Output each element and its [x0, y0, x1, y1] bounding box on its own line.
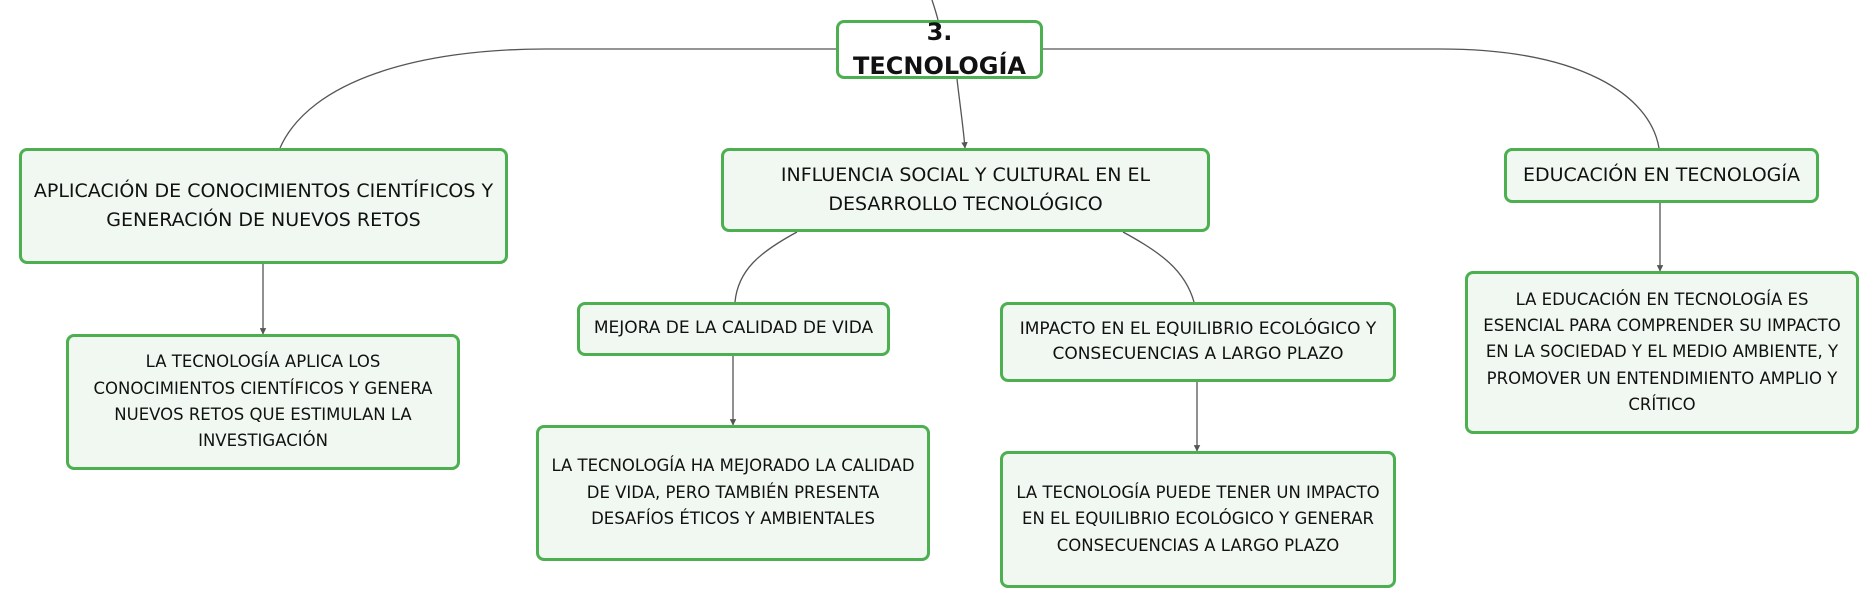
connector-root-to-aplicacion — [279, 48, 836, 149]
node-impacto-detail[interactable]: LA TECNOLOGÍA PUEDE TENER UN IMPACTO EN … — [1000, 451, 1396, 588]
node-influencia[interactable]: INFLUENCIA SOCIAL Y CULTURAL EN EL DESAR… — [721, 148, 1210, 232]
connector-root-to-influencia — [956, 78, 968, 149]
connector-influencia-to-impacto — [1122, 231, 1195, 303]
node-aplicacion[interactable]: APLICACIÓN DE CONOCIMIENTOS CIENTÍFICOS … — [19, 148, 508, 264]
node-impacto[interactable]: IMPACTO EN EL EQUILIBRIO ECOLÓGICO Y CON… — [1000, 302, 1396, 382]
node-educacion-detail[interactable]: LA EDUCACIÓN EN TECNOLOGÍA ES ESENCIAL P… — [1465, 271, 1859, 434]
connector-root-to-educacion — [1043, 48, 1660, 149]
node-mejora[interactable]: MEJORA DE LA CALIDAD DE VIDA — [577, 302, 890, 356]
root-node[interactable]: 3. TECNOLOGÍA — [836, 18, 1043, 80]
connector-influencia-to-mejora — [734, 231, 798, 303]
connector-parent-to-root — [931, 0, 939, 21]
node-aplicacion-detail[interactable]: LA TECNOLOGÍA APLICA LOS CONOCIMIENTOS C… — [66, 334, 460, 470]
node-educacion[interactable]: EDUCACIÓN EN TECNOLOGÍA — [1504, 148, 1819, 203]
node-mejora-detail[interactable]: LA TECNOLOGÍA HA MEJORADO LA CALIDAD DE … — [536, 425, 930, 561]
